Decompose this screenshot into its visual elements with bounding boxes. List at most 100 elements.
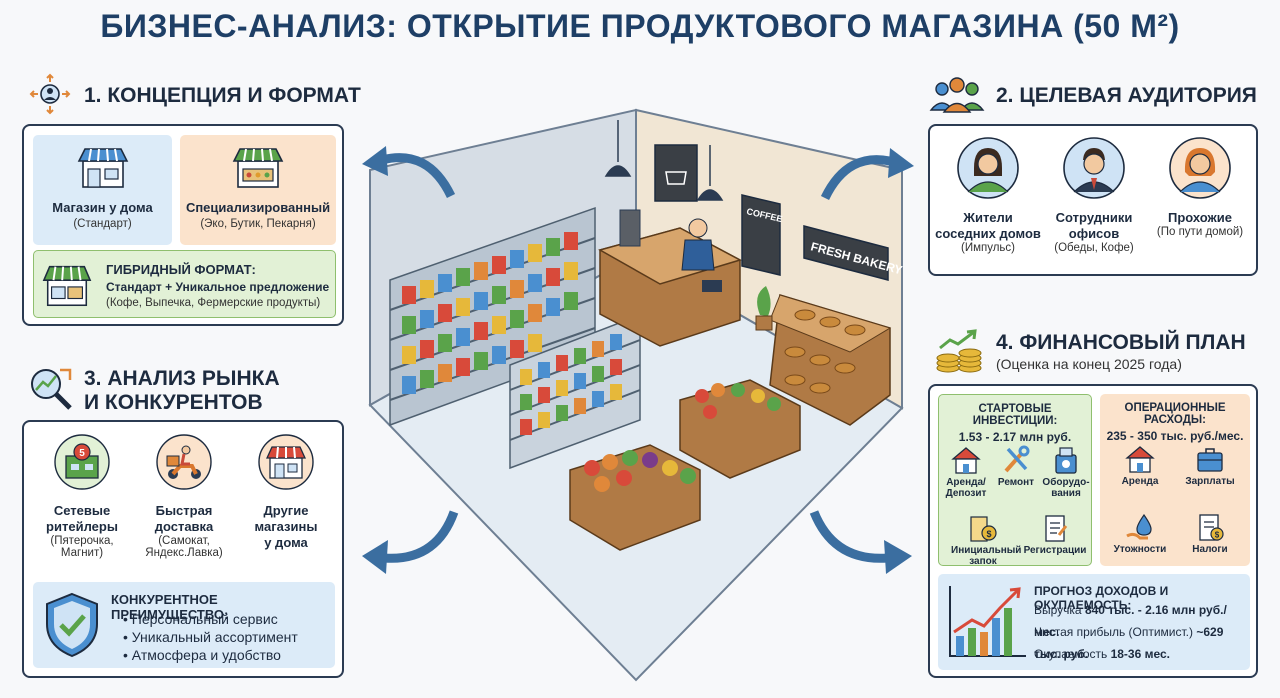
office-worker-avatar-icon xyxy=(1063,137,1125,199)
concept-card-label: Специализированный xyxy=(185,200,331,215)
opex-item-label: Аренда xyxy=(1121,476,1159,487)
audience-label2: соседних домов xyxy=(935,226,1041,241)
startup-card: СТАРТОВЫЕ ИНВЕСТИЦИИ: 1.53 - 2.17 млн ру… xyxy=(938,394,1092,567)
briefcase-icon xyxy=(1197,448,1223,472)
retail-chain-icon: 5 xyxy=(54,434,110,490)
opex-item: $ Налоги xyxy=(1178,512,1242,555)
forecast-payback: Окупаемость 18-36 мес. xyxy=(1034,643,1170,665)
svg-text:5: 5 xyxy=(79,448,85,459)
concept-panel: Магазин у дома (Стандарт) Специализирова… xyxy=(22,124,344,326)
audience-person: Жители соседних домов (Импульс) xyxy=(934,136,1042,254)
startup-item-label1: Оборудо- xyxy=(1042,477,1090,488)
utilities-drop-icon xyxy=(1126,513,1152,540)
audience-person: Сотрудники офисов (Обеды, Кофе) xyxy=(1040,136,1148,254)
competitor-label1: Быстрая xyxy=(155,503,213,518)
finance-section-icon xyxy=(934,328,986,374)
forecast-title: ПРОГНОЗ ДОХОДОВ И ОКУПАЕМОСТЬ: xyxy=(1034,584,1169,612)
produce-crates xyxy=(569,379,801,551)
competitor-label1: Другие xyxy=(263,503,309,518)
concept-card-specialized: Специализированный (Эко, Бутик, Пекарня) xyxy=(180,135,336,245)
opex-item-label: Зарплаты xyxy=(1185,476,1235,487)
competitor-sub2: Яндекс.Лавка) xyxy=(145,547,223,559)
audience-person: Прохожие (По пути домой) xyxy=(1146,136,1254,238)
audience-sub: (Импульс) xyxy=(960,242,1015,254)
concept-card-label: Магазин у дома xyxy=(52,200,153,215)
competitor-label2: ритейлеры xyxy=(46,519,118,534)
audience-label1: Сотрудники xyxy=(1055,210,1133,225)
opex-item-label: Утожности xyxy=(1113,544,1167,555)
resident-avatar-icon xyxy=(957,137,1019,199)
growth-chart-icon xyxy=(949,586,1026,657)
equipment-icon xyxy=(1055,447,1077,474)
concept-card-sub: (Эко, Бутик, Пекарня) xyxy=(200,218,316,230)
coin-stack-icon: $ xyxy=(970,516,997,542)
shield-check-icon xyxy=(46,592,98,658)
startup-item-label2: Депозит xyxy=(945,488,987,499)
competitor-label3: у дома xyxy=(264,535,308,550)
svg-text:$: $ xyxy=(1215,531,1220,540)
competitor-sub1: (Пятерочка, xyxy=(50,535,114,547)
competitor-local: Другие магазины у дома xyxy=(234,434,338,551)
finance-title: 4. ФИНАНСОВЫЙ ПЛАН xyxy=(996,331,1246,354)
hybrid-label: ГИБРИДНЫЙ ФОРМАТ: xyxy=(106,262,256,277)
concept-hybrid-card: ГИБРИДНЫЙ ФОРМАТ: Стандарт + Уникальное … xyxy=(33,250,336,318)
competitor-label2: доставка xyxy=(154,519,214,534)
startup-item: $ Инициальный запок xyxy=(951,513,1021,567)
audience-section-icon xyxy=(928,72,986,116)
hybrid-store-icon xyxy=(42,265,92,307)
forecast-revenue: Выручка 840 тыс. - 2.16 млн руб./мес. xyxy=(1034,599,1250,643)
competitor-retail: 5 Сетевые ритейлеры (Пятерочка, Магнит) xyxy=(30,434,134,559)
startup-item: Регистрации xyxy=(1023,513,1087,556)
revenue-value: 840 тыс. - 2.16 млн руб./мес. xyxy=(1034,603,1227,639)
competitor-label2: магазины xyxy=(254,519,318,534)
profit-value: ~629 тыс. руб. xyxy=(1034,625,1224,661)
payback-value: 18-36 мес. xyxy=(1110,647,1171,661)
concept-card-sub: (Стандарт) xyxy=(73,218,132,230)
revenue-label: Выручка xyxy=(1034,603,1085,617)
advantage-item: Уникальный ассортимент xyxy=(123,628,298,646)
bakery-display xyxy=(755,286,892,426)
audience-label1: Прохожие xyxy=(1167,210,1233,225)
competitor-sub2: Магнит) xyxy=(60,547,104,559)
specialty-store-icon xyxy=(232,148,284,188)
advantage-item: Персональный сервис xyxy=(123,610,298,628)
finance-subtitle: (Оценка на конец 2025 года) xyxy=(996,356,1182,372)
startup-item-label1: Регистрации xyxy=(1023,545,1087,556)
startup-item-label1: Ремонт xyxy=(997,477,1035,488)
audience-label2: офисов xyxy=(1068,226,1120,241)
opex-item: Аренда xyxy=(1108,444,1172,487)
profit-label: Чистая прибыль (Оптимист.) xyxy=(1034,625,1197,639)
competitor-delivery: Быстрая доставка (Самокат, Яндекс.Лавка) xyxy=(132,434,236,559)
audience-sub: (Обеды, Кофе) xyxy=(1054,242,1134,254)
tax-document-icon: $ xyxy=(1199,514,1224,541)
startup-item-label2: вания xyxy=(1051,488,1081,499)
tools-icon xyxy=(1004,445,1030,473)
house-icon xyxy=(951,447,981,474)
hybrid-line1: Стандарт + Уникальное предложение xyxy=(106,280,330,294)
opex-item: Зарплаты xyxy=(1178,444,1242,487)
audience-sub: (По пути домой) xyxy=(1156,226,1244,238)
arrow-to-audience xyxy=(820,148,914,201)
market-panel: 5 Сетевые ритейлеры (Пятерочка, Магнит) … xyxy=(22,420,344,678)
market-section-icon xyxy=(26,364,76,414)
finance-panel: СТАРТОВЫЕ ИНВЕСТИЦИИ: 1.53 - 2.17 млн ру… xyxy=(928,384,1258,678)
startup-item: Ремонт xyxy=(991,445,1041,488)
hybrid-line2: (Кофе, Выпечка, Фермерские продукты) xyxy=(106,297,321,309)
ceiling-lamps xyxy=(604,120,724,201)
advantage-list: Персональный сервис Уникальный ассортиме… xyxy=(111,610,298,664)
advantage-card: КОНКУРЕНТНОЕ ПРЕИМУЩЕСТВО: Персональный … xyxy=(33,582,335,668)
house-icon xyxy=(1125,446,1155,473)
svg-text:$: $ xyxy=(986,529,991,539)
startup-item: Аренда/ Депозит xyxy=(941,445,991,499)
startup-item-label2: запок xyxy=(969,556,997,567)
concept-card-home-store: Магазин у дома (Стандарт) xyxy=(33,135,172,245)
payback-label: Окупаемость xyxy=(1034,647,1111,661)
local-store-icon xyxy=(258,434,314,490)
arrow-to-concept xyxy=(362,146,456,199)
audience-title: 2. ЦЕЛЕВАЯ АУДИТОРИЯ xyxy=(996,84,1257,107)
passerby-avatar-icon xyxy=(1169,137,1231,199)
concept-section-icon xyxy=(28,72,72,116)
opex-item: Утожности xyxy=(1108,512,1172,555)
store-illustration: COFFEE FRESH BAKERY xyxy=(368,108,904,682)
forecast-profit: Чистая прибыль (Оптимист.) ~629 тыс. руб… xyxy=(1034,621,1250,665)
